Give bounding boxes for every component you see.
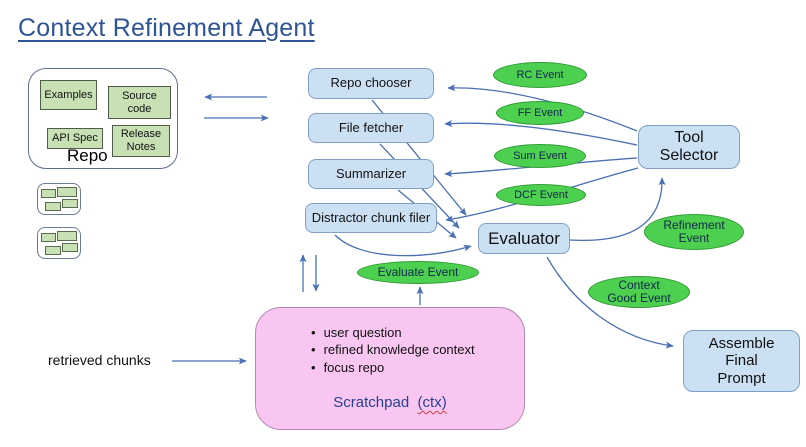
box-tool-selector: Tool Selector [638, 125, 740, 169]
scratchpad: • user question • refined knowledge contex… [255, 307, 525, 430]
mini-chunk [41, 189, 56, 198]
repo-group: Examples Source code API Spec Release No… [28, 68, 178, 169]
arrow-tool-selector-to-repo-chooser [447, 84, 638, 132]
scratchpad-bullet: • user question [311, 325, 475, 340]
scratchpad-bullet: • refined knowledge context [311, 342, 475, 357]
box-evaluator: Evaluator [478, 223, 570, 254]
retrieved-chunks-label: retrieved chunks [48, 352, 151, 368]
bullet-icon: • [311, 324, 316, 340]
bullet-icon: • [311, 359, 316, 375]
event-sum: Sum Event [494, 144, 586, 168]
event-context-good: Context Good Event [588, 276, 690, 308]
box-repo-chooser: Repo chooser [308, 68, 434, 99]
scratchpad-label: Scratchpad (ctx) [256, 394, 524, 411]
event-ff: FF Event [496, 101, 584, 125]
mini-chunk [45, 246, 61, 255]
arrow-evaluator-to-assemble [546, 256, 674, 349]
bullet-icon: • [311, 342, 316, 357]
arrow-tool-selector-to-file-fetcher [444, 119, 638, 146]
mini-chunk [45, 202, 61, 211]
repo-item-examples: Examples [40, 80, 97, 110]
scratchpad-label-ctx: (ctx) [417, 394, 447, 411]
scratchpad-label-main: Scratchpad [333, 394, 410, 411]
mini-chunk [57, 231, 77, 241]
repo-label: Repo [67, 146, 108, 165]
page-title: Context Refinement Agent [18, 14, 315, 42]
scratchpad-bullet-list: • user question • refined knowledge contex… [311, 322, 475, 377]
mini-repo-icon [37, 227, 81, 259]
scratchpad-bullet: • focus repo [311, 360, 475, 375]
mini-chunk [62, 243, 78, 252]
box-assemble-final-prompt: Assemble Final Prompt [683, 330, 800, 392]
scratchpad-bullet-text: refined knowledge context [323, 342, 475, 357]
box-summarizer: Summarizer [308, 159, 434, 189]
event-refinement: Refinement Event [644, 214, 744, 250]
event-evaluate: Evaluate Event [357, 261, 479, 284]
event-rc: RC Event [493, 62, 587, 88]
mini-chunk [41, 233, 56, 242]
repo-item-api-spec: API Spec [47, 128, 103, 149]
scratchpad-bullet-text: focus repo [323, 359, 385, 375]
repo-item-release-notes: Release Notes [112, 125, 170, 157]
mini-repo-icon [37, 183, 81, 215]
repo-item-source-code: Source code [108, 86, 171, 119]
mini-chunk [62, 199, 78, 208]
box-file-fetcher: File fetcher [308, 113, 434, 143]
arrow-evaluator-to-tool-selector [569, 177, 666, 242]
arrow-distractor-to-evaluator [334, 234, 472, 257]
scratchpad-bullet-text: user question [323, 324, 402, 340]
box-distractor-chunk-filer: Distractor chunk filer [305, 203, 437, 233]
mini-chunk [57, 187, 77, 197]
event-dcf: DCF Event [496, 184, 586, 206]
